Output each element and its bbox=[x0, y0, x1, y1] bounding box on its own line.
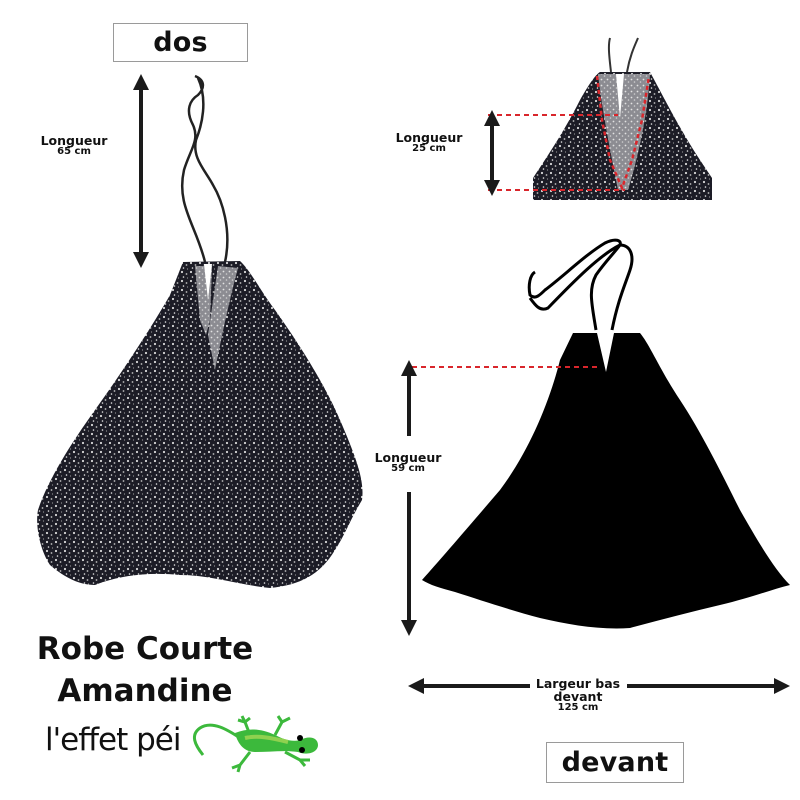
product-title-line1: Robe Courte bbox=[36, 631, 254, 667]
front-dress-body bbox=[422, 333, 790, 629]
back-length-value: 65 cm bbox=[57, 146, 91, 158]
front-length-value: 59 cm bbox=[391, 463, 425, 475]
hem-width-title-line1: Largeur bas bbox=[535, 676, 621, 691]
neckline-length-label: Longueur 25 cm bbox=[383, 131, 475, 155]
back-dress-strap bbox=[180, 74, 229, 263]
neckline-length-title: Longueur bbox=[395, 130, 463, 145]
product-title: Robe Courte Amandine bbox=[30, 628, 260, 712]
product-title-line2: Amandine bbox=[57, 673, 233, 709]
neckline-guide-outline bbox=[595, 75, 651, 192]
front-length-title: Longueur bbox=[374, 450, 442, 465]
gecko-icon bbox=[192, 715, 318, 773]
back-dress-photo bbox=[37, 74, 363, 588]
back-length-title: Longueur bbox=[40, 133, 108, 148]
back-dress-body bbox=[37, 261, 363, 588]
back-length-label: Longueur 65 cm bbox=[28, 134, 120, 158]
hem-width-label: Largeur bas devant 125 cm bbox=[528, 677, 628, 714]
hem-width-value: 125 cm bbox=[557, 702, 599, 714]
front-dress-strap bbox=[527, 238, 634, 331]
brand-name: l'effet péi bbox=[45, 722, 181, 758]
neckline-length-value: 25 cm bbox=[412, 143, 446, 155]
hem-width-title-line2: devant bbox=[553, 689, 603, 705]
front-length-label: Longueur 59 cm bbox=[362, 451, 454, 475]
back-view-label: dos bbox=[113, 23, 248, 62]
neckline-closeup-photo bbox=[533, 37, 712, 200]
front-view-label: devant bbox=[546, 742, 684, 783]
back-view-label-text: dos bbox=[153, 27, 208, 58]
front-view-label-text: devant bbox=[561, 747, 669, 778]
back-dress-neckline bbox=[195, 266, 238, 370]
front-dress-silhouette bbox=[422, 238, 790, 629]
